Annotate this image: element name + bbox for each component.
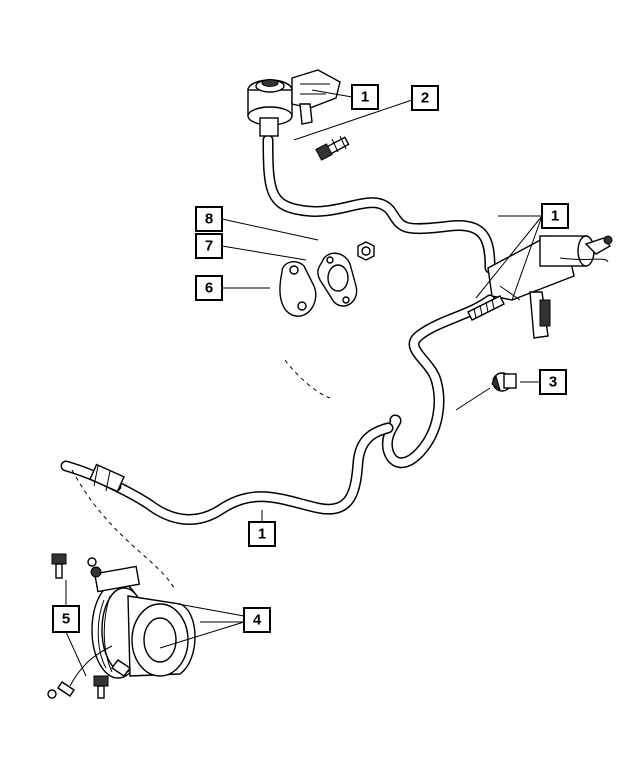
callout-label: 1 — [258, 526, 266, 543]
callout-5: 5 — [52, 605, 80, 633]
clip-part-3 — [491, 372, 517, 392]
nut-part-8 — [357, 241, 375, 261]
callout-label: 2 — [421, 90, 429, 107]
hydraulic-hose-line — [60, 134, 496, 591]
callout-label: 4 — [253, 612, 262, 629]
callout-label: 6 — [205, 280, 213, 297]
callout-1-master-cylinder: 1 — [541, 203, 569, 229]
callout-label: 5 — [62, 611, 70, 628]
gasket-part-7 — [317, 252, 358, 307]
callout-1-hose: 1 — [248, 521, 276, 547]
callout-label: 8 — [205, 211, 213, 228]
callout-label: 3 — [549, 374, 557, 391]
bolt-part-2 — [315, 135, 350, 161]
callout-6: 6 — [195, 275, 223, 301]
callout-3: 3 — [539, 369, 567, 395]
fluid-reservoir — [247, 69, 341, 137]
callout-7: 7 — [195, 233, 223, 259]
callout-label: 1 — [551, 208, 559, 225]
bolt-part-5 — [51, 553, 109, 699]
callout-label: 1 — [361, 89, 369, 106]
callout-label: 7 — [205, 238, 213, 255]
master-cylinder — [467, 235, 613, 339]
callout-4: 4 — [243, 607, 271, 633]
leader-lines — [65, 89, 543, 677]
callout-2: 2 — [411, 85, 439, 111]
cover-plate-part-6 — [279, 261, 317, 317]
callout-8: 8 — [195, 206, 223, 232]
callout-1-reservoir: 1 — [351, 84, 379, 110]
slave-cylinder — [47, 557, 196, 699]
